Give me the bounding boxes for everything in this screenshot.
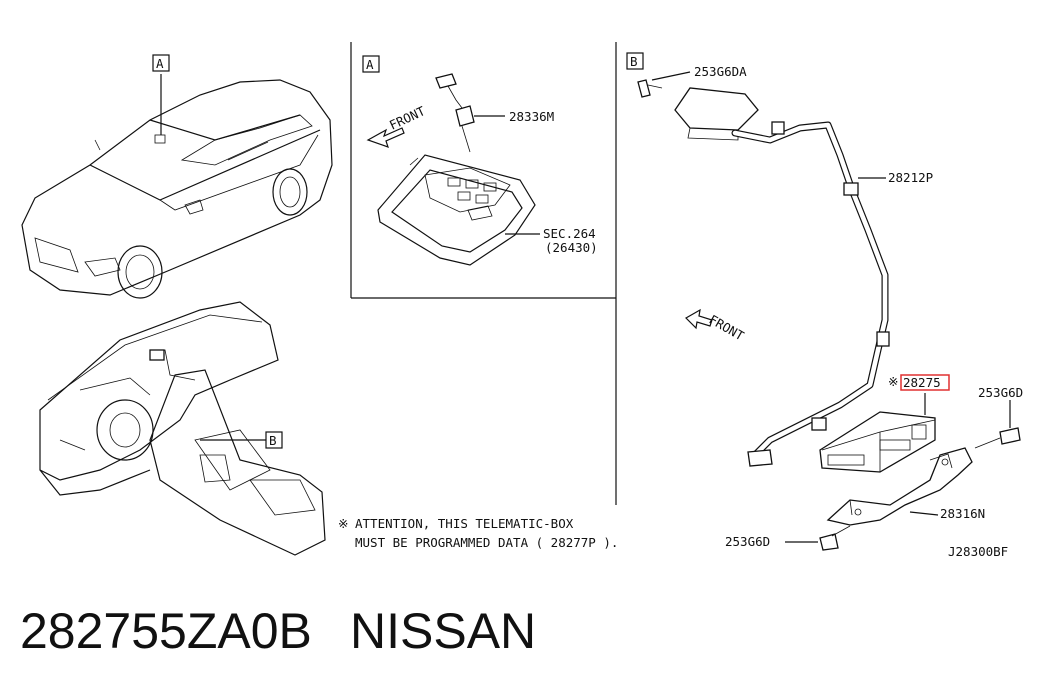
part-label-28336m: 28336M [509, 109, 554, 124]
part-label-sec264: SEC.264 [543, 226, 596, 241]
highlight-box [900, 374, 950, 391]
svg-text:A: A [156, 56, 164, 71]
car-illustration [21, 74, 333, 299]
svg-text:FRONT: FRONT [707, 312, 747, 344]
svg-text:B: B [630, 54, 638, 69]
callout-b-tag: B [265, 431, 283, 449]
panel-b-tag: B [626, 52, 644, 70]
harness-cable [731, 121, 890, 467]
brand-caption: NISSAN [350, 603, 536, 659]
part-label-28275-highlighted[interactable]: 28275 [900, 374, 950, 391]
dashboard-illustration [39, 301, 326, 556]
svg-text:A: A [366, 57, 374, 72]
diagram-code: J28300BF [948, 544, 1008, 559]
part-mark-28275: ※ [888, 374, 898, 389]
bolt-right [974, 400, 1021, 449]
part-label-28212p: 28212P [888, 170, 933, 185]
attention-note-line2: MUST BE PROGRAMMED DATA ( 28277P ). [355, 535, 618, 550]
attention-mark: ※ [338, 516, 348, 531]
svg-text:FRONT: FRONT [387, 103, 428, 133]
svg-text:B: B [269, 433, 277, 448]
leader-253g6da [651, 71, 691, 81]
map-lamp-assembly [377, 154, 536, 266]
part-label-253g6d-right: 253G6D [978, 385, 1023, 400]
part-label-253g6da: 253G6DA [694, 64, 747, 79]
part-label-28275[interactable]: 28275 [903, 375, 941, 390]
antenna-module [637, 79, 759, 141]
part-label-sec264-sub: (26430) [545, 240, 598, 255]
bolt-bottom [785, 525, 851, 551]
part-label-253g6d-bottom: 253G6D [725, 534, 770, 549]
microphone-part [435, 73, 505, 153]
front-arrow-a: FRONT [366, 103, 428, 148]
part-number-caption: 282755ZA0B [20, 603, 312, 659]
front-arrow-b: FRONT [685, 308, 747, 344]
mounting-bracket [826, 447, 973, 526]
part-label-28316n: 28316N [940, 506, 985, 521]
attention-note-line1: ATTENTION, THIS TELEMATIC-BOX [355, 516, 574, 531]
panel-a-tag: A [362, 55, 380, 73]
panel-frames [350, 42, 617, 505]
telematic-box [819, 411, 936, 473]
callout-a-tag: A [152, 54, 170, 72]
leader-28316n [909, 511, 939, 516]
